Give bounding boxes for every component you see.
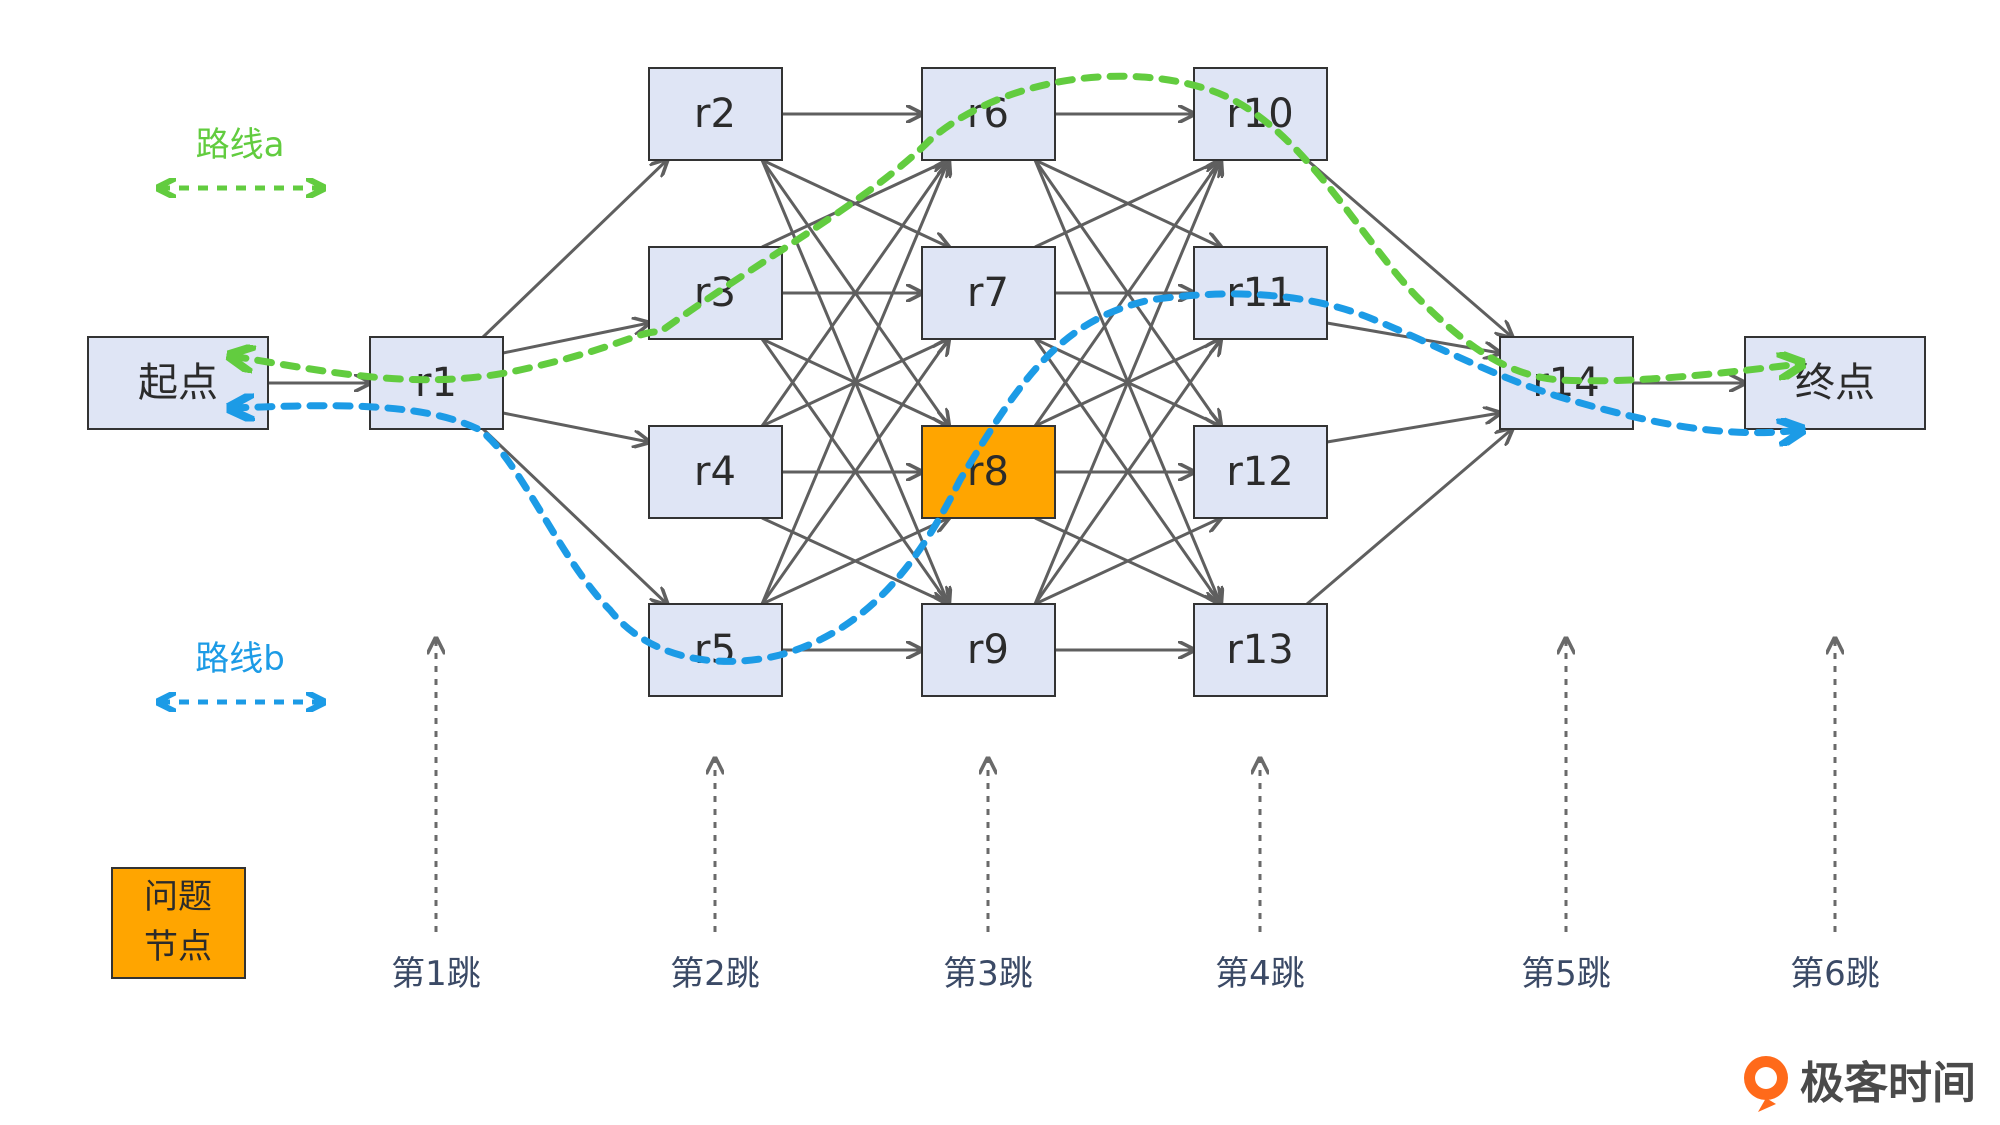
legend-problem-node-line1: 问题 bbox=[144, 877, 212, 917]
node-r2: r2 bbox=[648, 67, 783, 161]
node-start-label: 起点 bbox=[138, 360, 218, 406]
node-r9-label: r9 bbox=[967, 627, 1009, 673]
node-r5-label: r5 bbox=[694, 627, 736, 673]
hop-6-label: 第6跳 bbox=[1790, 954, 1880, 994]
node-r4: r4 bbox=[648, 425, 783, 519]
node-r7: r7 bbox=[921, 246, 1056, 340]
hop-5-label: 第5跳 bbox=[1521, 954, 1611, 994]
node-r10: r10 bbox=[1193, 67, 1328, 161]
node-r6: r6 bbox=[921, 67, 1056, 161]
edge-r5-r6 bbox=[760, 160, 949, 605]
edge-r1-r4 bbox=[502, 411, 649, 442]
node-r7-label: r7 bbox=[967, 270, 1009, 316]
edge-r9-r11 bbox=[1033, 339, 1221, 605]
hop-indicators: 第1跳 第2跳 第3跳 第4跳 第5跳 第6跳 bbox=[391, 640, 1880, 994]
legend: 路线a 路线b 问题 节点 bbox=[111, 125, 322, 979]
route-b-path bbox=[232, 290, 1800, 665]
node-start: 起点 bbox=[87, 336, 269, 430]
legend-route-a-label: 路线a bbox=[196, 125, 285, 165]
hop-4-label: 第4跳 bbox=[1215, 954, 1305, 994]
hop-2-label: 第2跳 bbox=[670, 954, 760, 994]
legend-problem-node-swatch bbox=[111, 867, 246, 979]
brand-name: 极客时间 bbox=[1800, 1058, 1976, 1109]
node-r9: r9 bbox=[921, 603, 1056, 697]
legend-problem-node-line2: 节点 bbox=[144, 927, 212, 967]
brand-logo-icon bbox=[1744, 1056, 1788, 1112]
edge-r1-r2 bbox=[482, 160, 667, 339]
node-r12: r12 bbox=[1193, 425, 1328, 519]
node-r2-label: r2 bbox=[694, 91, 736, 137]
edge-r10-r14 bbox=[1306, 158, 1512, 337]
edge-r5-r7 bbox=[760, 339, 949, 605]
edge-r12-r14 bbox=[1326, 413, 1500, 444]
node-r4-label: r4 bbox=[694, 449, 736, 495]
hop-3-label: 第3跳 bbox=[943, 954, 1033, 994]
hop-1-label: 第1跳 bbox=[391, 954, 481, 994]
brand-logo: 极客时间 bbox=[1744, 1056, 1976, 1112]
node-r12-label: r12 bbox=[1226, 449, 1293, 495]
edge-r13-r14 bbox=[1306, 429, 1512, 606]
node-r13: r13 bbox=[1193, 603, 1328, 697]
edge-r8-r10 bbox=[1033, 160, 1221, 427]
route-a-path bbox=[232, 72, 1800, 385]
legend-route-b-label: 路线b bbox=[195, 639, 285, 679]
edge-r9-r10 bbox=[1033, 160, 1221, 605]
edge-r7-r10 bbox=[1034, 160, 1221, 249]
edge-r9-r12 bbox=[1034, 518, 1221, 606]
edge-r5-r8 bbox=[761, 518, 949, 606]
edge-r3-r6 bbox=[761, 160, 949, 249]
edge-r4-r6 bbox=[760, 160, 949, 427]
node-r13-label: r13 bbox=[1226, 627, 1293, 673]
edge-r1-r5 bbox=[482, 427, 667, 604]
node-end: 终点 bbox=[1744, 336, 1926, 430]
node-end-label: 终点 bbox=[1795, 360, 1875, 406]
